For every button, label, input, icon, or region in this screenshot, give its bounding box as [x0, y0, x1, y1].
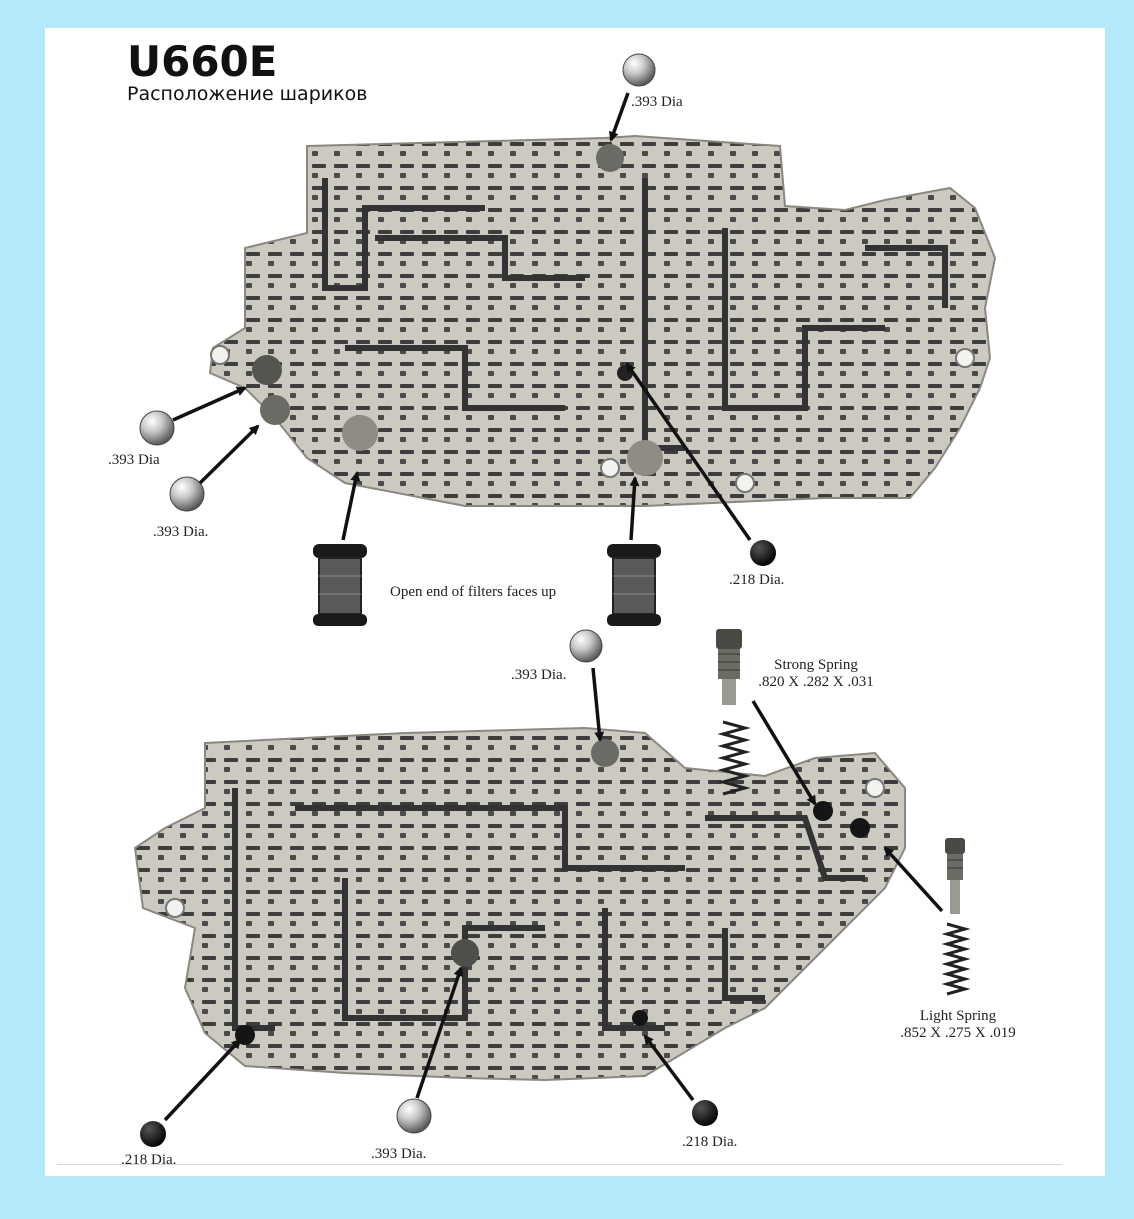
strong-spring-dims: .820 X .282 X .031 — [758, 674, 874, 690]
page-subtitle: Расположение шариков — [127, 83, 368, 105]
diagram-page: U660E Расположение шариков .393 Dia .393… — [45, 28, 1105, 1176]
steel-ball-lower-top — [569, 629, 603, 663]
lower-valve-body — [133, 726, 906, 1082]
steel-ball-lower-mid — [396, 1098, 432, 1134]
black-ball-right — [750, 540, 776, 566]
filter-left — [313, 544, 367, 626]
steel-ball-top — [622, 53, 656, 87]
black-ball-lower-left — [140, 1121, 166, 1147]
steel-ball-left-2 — [169, 476, 205, 512]
label-light-spring: Light Spring .852 X .275 X .019 — [893, 1008, 1023, 1042]
strong-spring-title: Strong Spring — [774, 657, 858, 673]
label-filters-note: Open end of filters faces up — [390, 584, 557, 600]
label-lower-mid-ball-dia: .393 Dia. — [371, 1146, 427, 1162]
black-ball-lower-right — [692, 1100, 718, 1126]
label-left-ball-1-dia: .393 Dia — [108, 452, 160, 468]
upper-valve-body — [208, 134, 997, 507]
page-title: U660E — [127, 37, 278, 86]
leader-arrows — [163, 92, 944, 1122]
light-spring — [941, 922, 971, 996]
strong-spring-plunger — [716, 629, 742, 705]
light-spring-title: Light Spring — [919, 1008, 997, 1024]
label-lower-right-small-ball-dia: .218 Dia. — [682, 1134, 738, 1150]
strong-spring — [717, 720, 751, 796]
light-spring-plunger — [945, 838, 965, 914]
filter-right — [607, 544, 661, 626]
label-lower-left-small-ball-dia: .218 Dia. — [121, 1152, 177, 1168]
label-strong-spring: Strong Spring .820 X .282 X .031 — [757, 657, 875, 691]
label-lower-top-ball-dia: .393 Dia. — [511, 667, 567, 683]
label-top-ball-dia: .393 Dia — [631, 94, 683, 110]
steel-ball-left-1 — [139, 410, 175, 446]
light-spring-dims: .852 X .275 X .019 — [900, 1025, 1016, 1041]
label-right-small-ball-dia: .218 Dia. — [729, 572, 785, 588]
footer-divider — [57, 1164, 1062, 1165]
valve-body-diagram — [133, 53, 997, 1147]
label-left-ball-2-dia: .393 Dia. — [153, 524, 209, 540]
